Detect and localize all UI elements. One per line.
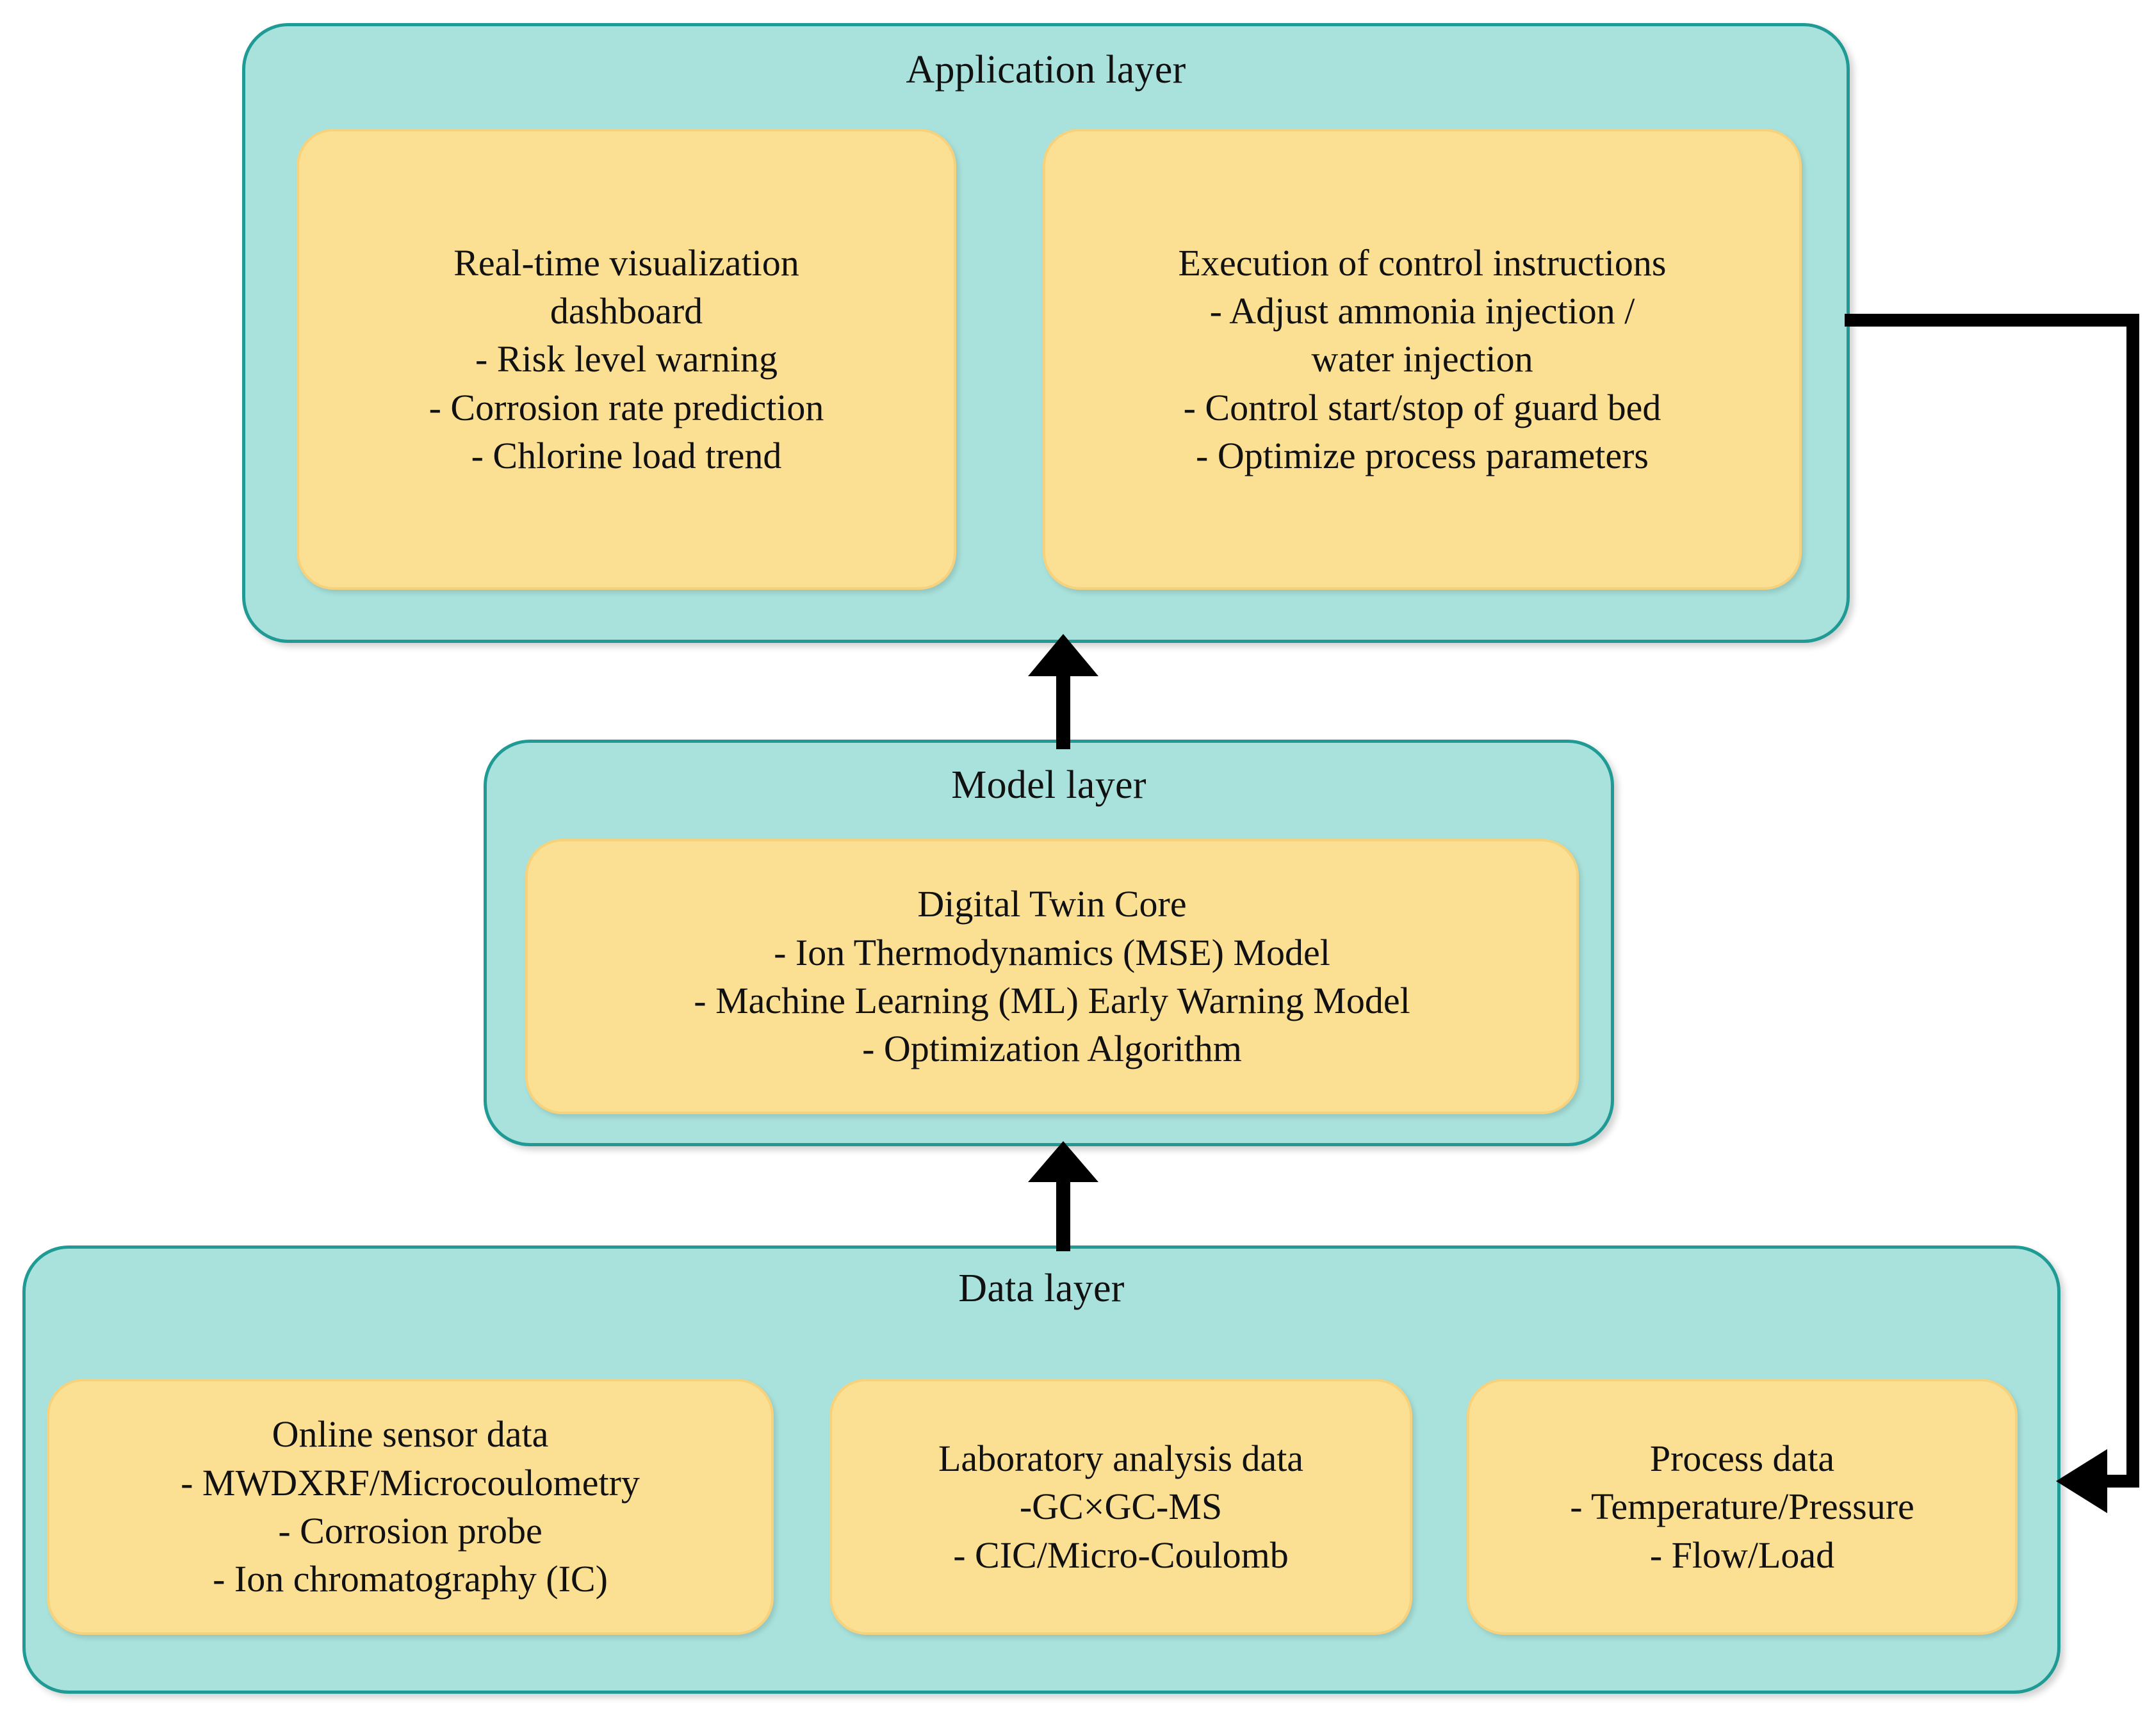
model-layer-container: Model layer Digital Twin Core - Ion Ther… [484,740,1614,1146]
card-online-sensor-data[interactable]: Online sensor data - MWDXRF/Microcoulome… [47,1379,774,1635]
card-line: - Optimize process parameters [1196,435,1649,477]
card-line: Execution of control instructions [1178,241,1667,284]
application-layer-title: Application layer [906,48,1186,92]
card-line: - MWDXRF/Microcoulometry [181,1461,640,1504]
card-line: - Chlorine load trend [471,435,782,477]
card-line: - Temperature/Pressure [1570,1486,1914,1528]
card-line: water injection [1311,338,1533,380]
card-line: - Ion Thermodynamics (MSE) Model [774,931,1330,973]
card-line: - Adjust ammonia injection / [1209,289,1635,332]
application-layer-container: Application layer Real-time visualizatio… [242,23,1850,643]
card-process-data[interactable]: Process data - Temperature/Pressure - Fl… [1467,1379,2018,1635]
card-line: dashboard [550,289,703,332]
card-line: Online sensor data [272,1413,549,1456]
card-laboratory-analysis-data[interactable]: Laboratory analysis data -GC×GC-MS - CIC… [829,1379,1412,1635]
card-line: Laboratory analysis data [938,1437,1304,1479]
card-line: Real-time visualization [453,241,799,284]
card-execution-of-control-instructions[interactable]: Execution of control instructions - Adju… [1043,129,1802,590]
card-line: Digital Twin Core [917,883,1187,925]
card-line: - CIC/Micro-Coulomb [953,1534,1289,1576]
model-layer-title: Model layer [951,763,1146,807]
card-realtime-visualization-dashboard[interactable]: Real-time visualization dashboard - Risk… [297,129,956,590]
card-line: - Optimization Algorithm [862,1028,1242,1070]
card-line: -GC×GC-MS [1019,1486,1223,1528]
card-line: - Flow/Load [1649,1534,1835,1576]
card-line: - Control start/stop of guard bed [1183,386,1661,428]
card-digital-twin-core[interactable]: Digital Twin Core - Ion Thermodynamics (… [525,839,1579,1114]
card-line: - Risk level warning [475,338,778,380]
arrow-model-to-application [1028,634,1098,749]
card-line: Process data [1649,1437,1835,1479]
arrow-data-to-model [1028,1141,1098,1251]
card-line: - Corrosion probe [278,1510,543,1552]
card-line: - Ion chromatography (IC) [213,1558,608,1600]
card-line: - Corrosion rate prediction [428,386,824,428]
data-layer-container: Data layer Online sensor data - MWDXRF/M… [22,1245,2060,1694]
data-layer-title: Data layer [958,1267,1125,1310]
card-line: - Machine Learning (ML) Early Warning Mo… [694,980,1410,1021]
